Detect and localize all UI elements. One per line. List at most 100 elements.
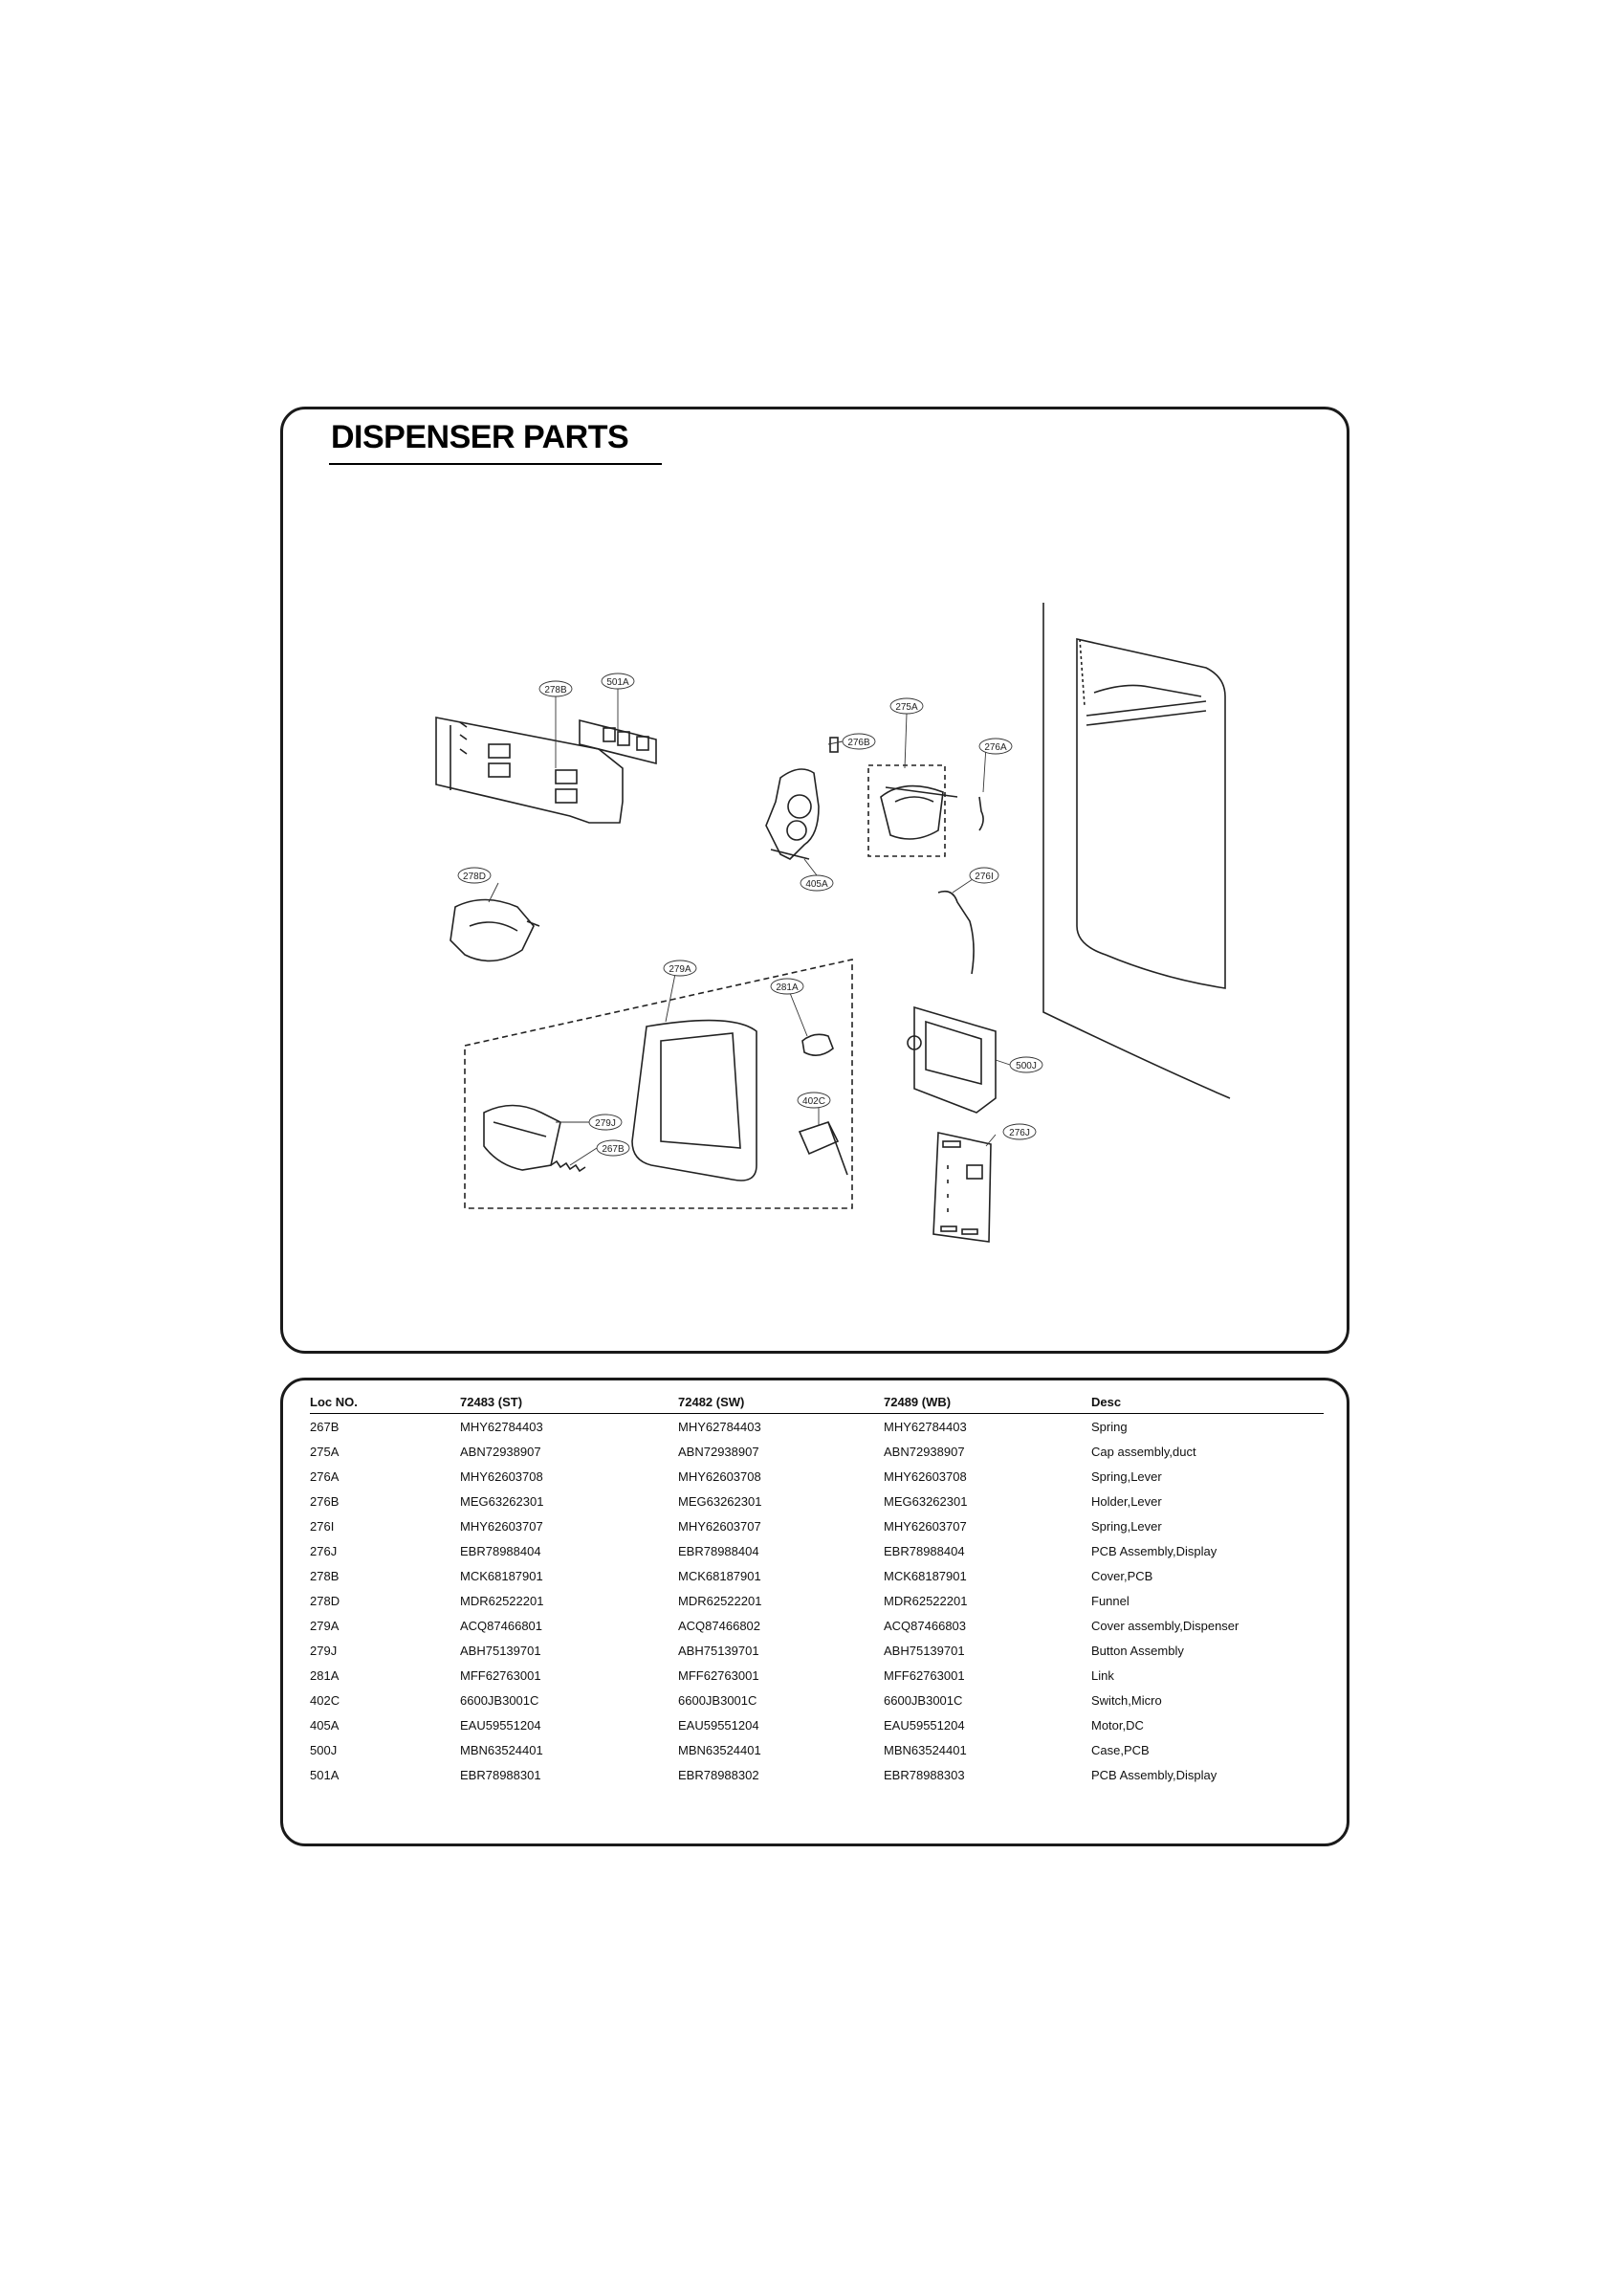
cell-loc: 500J: [310, 1742, 338, 1757]
callout-279j: 279J: [588, 1114, 623, 1131]
svg-text:278D: 278D: [463, 872, 486, 882]
cell-desc: Holder,Lever: [1091, 1493, 1162, 1509]
cell-sw: MHY62603707: [678, 1518, 761, 1534]
cell-loc: 405A: [310, 1717, 340, 1733]
cell-sw: ACQ87466802: [678, 1618, 761, 1633]
cell-sw: MCK68187901: [678, 1568, 761, 1583]
cell-wb: MHY62603707: [884, 1518, 967, 1534]
cell-sw: EBR78988302: [678, 1767, 759, 1782]
cell-loc: 276J: [310, 1543, 338, 1558]
callout-267b: 267B: [596, 1139, 630, 1157]
cell-loc: 276B: [310, 1493, 340, 1509]
cell-loc: 281A: [310, 1667, 340, 1683]
part-267b: [550, 1159, 586, 1173]
callout-500j: 500J: [1009, 1056, 1043, 1073]
cell-desc: Link: [1091, 1667, 1114, 1683]
table-row: 281A MFF62763001 MFF62763001 MFF62763001…: [310, 1663, 1324, 1688]
cell-wb: 6600JB3001C: [884, 1692, 963, 1708]
table-row: 267B MHY62784403 MHY62784403 MHY62784403…: [310, 1414, 1324, 1440]
callout-276b: 276B: [842, 733, 876, 750]
table-header-row: Loc NO. 72483 (ST) 72482 (SW) 72489 (WB)…: [310, 1386, 1324, 1414]
table-row: 275A ABN72938907 ABN72938907 ABN72938907…: [310, 1439, 1324, 1464]
cell-wb: MBN63524401: [884, 1742, 967, 1757]
table-row: 402C 6600JB3001C 6600JB3001C 6600JB3001C…: [310, 1688, 1324, 1712]
table-row: 279A ACQ87466801 ACQ87466802 ACQ87466803…: [310, 1613, 1324, 1638]
callout-405a: 405A: [800, 874, 834, 892]
part-279a: [464, 959, 853, 1209]
callout-276a: 276A: [978, 738, 1013, 755]
callout-276j: 276J: [1002, 1123, 1037, 1140]
part-276j: [932, 1132, 992, 1243]
part-500j: [907, 1005, 997, 1114]
cell-st: MBN63524401: [460, 1742, 543, 1757]
header-loc-no: Loc NO.: [310, 1386, 460, 1414]
header-72483: 72483 (ST): [460, 1386, 678, 1414]
cell-desc: Cover assembly,Dispenser: [1091, 1618, 1239, 1633]
table-row: 405A EAU59551204 EAU59551204 EAU59551204…: [310, 1712, 1324, 1737]
cell-wb: ABN72938907: [884, 1444, 965, 1459]
cell-desc: Motor,DC: [1091, 1717, 1144, 1733]
svg-text:276B: 276B: [847, 738, 870, 748]
part-405a: [765, 737, 839, 860]
cell-st: MCK68187901: [460, 1568, 543, 1583]
callout-278d: 278D: [457, 867, 492, 884]
cell-wb: MEG63262301: [884, 1493, 968, 1509]
part-276a: [978, 796, 984, 831]
header-72482: 72482 (SW): [678, 1386, 884, 1414]
svg-text:405A: 405A: [805, 879, 828, 890]
cell-st: MFF62763001: [460, 1667, 541, 1683]
table-row: 276I MHY62603707 MHY62603707 MHY62603707…: [310, 1513, 1324, 1538]
callout-276i: 276I: [969, 867, 999, 884]
cell-desc: PCB Assembly,Display: [1091, 1767, 1217, 1782]
cell-desc: Spring,Lever: [1091, 1518, 1162, 1534]
part-501a: [579, 718, 657, 765]
svg-text:281A: 281A: [776, 982, 799, 993]
cell-wb: MDR62522201: [884, 1593, 968, 1608]
cell-wb: EBR78988303: [884, 1767, 965, 1782]
cell-st: MEG63262301: [460, 1493, 544, 1509]
callout-279a: 279A: [663, 960, 697, 977]
cell-wb: EAU59551204: [884, 1717, 965, 1733]
cell-loc: 267B: [310, 1419, 340, 1434]
cell-sw: MHY62784403: [678, 1419, 761, 1434]
cell-desc: Spring,Lever: [1091, 1468, 1162, 1484]
exploded-parts-diagram: 278B 501A 276B 275A 276A 278D: [435, 603, 1231, 1243]
cell-desc: Spring: [1091, 1419, 1128, 1434]
cell-loc: 275A: [310, 1444, 340, 1459]
cell-loc: 501A: [310, 1767, 340, 1782]
cell-st: ACQ87466801: [460, 1618, 543, 1633]
table-row: 278D MDR62522201 MDR62522201 MDR62522201…: [310, 1588, 1324, 1613]
cell-st: EBR78988404: [460, 1543, 541, 1558]
table-row: 279J ABH75139701 ABH75139701 ABH75139701…: [310, 1638, 1324, 1663]
parts-table-panel: Loc NO. 72483 (ST) 72482 (SW) 72489 (WB)…: [280, 1378, 1349, 1846]
callout-278b: 278B: [538, 680, 573, 697]
cell-sw: EBR78988404: [678, 1543, 759, 1558]
cell-wb: ABH75139701: [884, 1643, 965, 1658]
cell-st: MHY62603708: [460, 1468, 543, 1484]
cell-desc: PCB Assembly,Display: [1091, 1543, 1217, 1558]
cell-desc: Cap assembly,duct: [1091, 1444, 1196, 1459]
svg-text:279J: 279J: [595, 1118, 616, 1129]
cell-loc: 276I: [310, 1518, 335, 1534]
cell-desc: Switch,Micro: [1091, 1692, 1162, 1708]
cell-desc: Funnel: [1091, 1593, 1130, 1608]
part-278d: [450, 898, 540, 962]
svg-text:501A: 501A: [606, 677, 629, 688]
diagram-panel: DISPENSER PARTS: [280, 407, 1349, 1354]
part-275a: [867, 764, 958, 857]
cell-loc: 279J: [310, 1643, 338, 1658]
cell-st: MHY62784403: [460, 1419, 543, 1434]
callout-402c: 402C: [797, 1092, 831, 1109]
parts-table: Loc NO. 72483 (ST) 72482 (SW) 72489 (WB)…: [310, 1386, 1324, 1787]
cell-wb: MFF62763001: [884, 1667, 965, 1683]
cell-loc: 278D: [310, 1593, 340, 1608]
part-278b: [435, 717, 624, 824]
table-row: 501A EBR78988301 EBR78988302 EBR78988303…: [310, 1762, 1324, 1787]
table-row: 276B MEG63262301 MEG63262301 MEG63262301…: [310, 1489, 1324, 1513]
table-row: 500J MBN63524401 MBN63524401 MBN63524401…: [310, 1737, 1324, 1762]
cell-st: ABH75139701: [460, 1643, 541, 1658]
cell-sw: MHY62603708: [678, 1468, 761, 1484]
cell-sw: MBN63524401: [678, 1742, 761, 1757]
svg-text:276A: 276A: [984, 742, 1007, 753]
title-underline: [329, 463, 662, 465]
